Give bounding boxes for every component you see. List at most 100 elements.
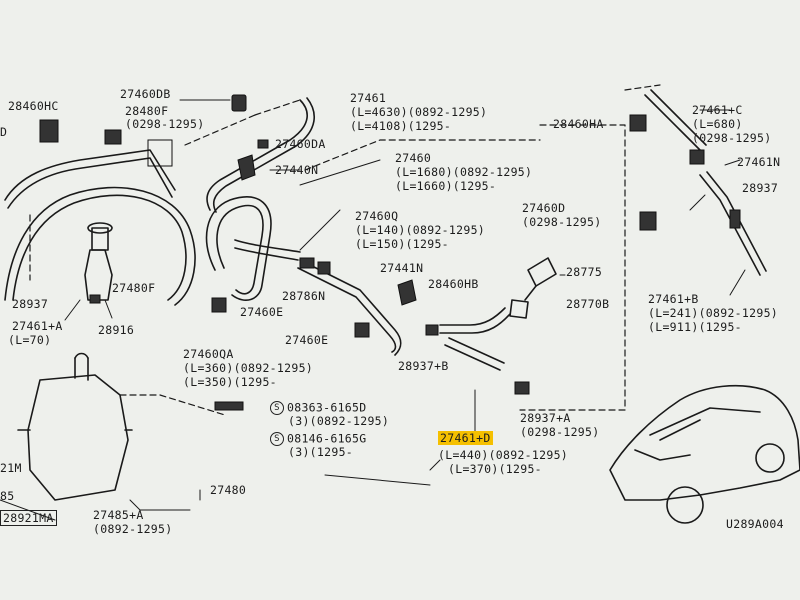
label-27460E-2: 27460E — [285, 333, 329, 347]
label-fragment-85: 85 — [0, 489, 15, 503]
label-08363-num: 08363-6165D — [287, 400, 367, 415]
clip-27460D — [639, 211, 657, 231]
boxed-28921MA: 28921MA — [0, 510, 57, 526]
connector-28937B — [425, 324, 439, 336]
label-27460-spec1: (L=1680)(0892-1295) — [395, 165, 533, 179]
hose-27461B-b — [706, 171, 767, 272]
washer-tank — [27, 374, 129, 501]
connector-28937-right — [729, 209, 741, 229]
label-27485A: 27485+A — [93, 508, 144, 522]
label-27480: 27480 — [210, 483, 247, 497]
label-27461C-spec1: (L=680) — [692, 117, 743, 131]
label-27441N: 27441N — [380, 261, 424, 275]
clip-27460E-b — [354, 322, 370, 338]
hose-27461-upper — [4, 149, 176, 201]
label-fragment-d: D — [0, 125, 8, 139]
car-outline — [609, 384, 800, 501]
circle-s-icon: S — [270, 401, 284, 415]
connector-28770B — [509, 299, 529, 319]
label-28937A-date: (0298-1295) — [520, 425, 600, 439]
label-27460QA-spec1: (L=360)(0892-1295) — [183, 361, 314, 375]
label-27460QA: 27460QA — [183, 347, 234, 361]
label-28460HA: 28460HA — [553, 117, 604, 131]
hose-28460HB — [439, 307, 506, 326]
label-28937B: 28937+B — [398, 359, 449, 373]
hose-27461-top — [206, 99, 308, 211]
hose-27461D-b — [448, 337, 505, 364]
bracket-28480F — [147, 139, 173, 167]
label-08363-spec: (3)(0892-1295) — [288, 414, 390, 428]
label-28937-left: 28937 — [12, 297, 49, 311]
connector-28937A — [514, 381, 530, 395]
label-27460Q-spec2: (L=150)(1295- — [355, 237, 449, 251]
hose-27461C-b — [650, 89, 707, 146]
label-27460D: 27460D — [522, 201, 566, 215]
label-08146-num: 08146-6165G — [287, 431, 367, 446]
label-28775: 28775 — [566, 265, 603, 279]
label-27461-top: 27461 — [350, 91, 387, 105]
label-28937-right: 28937 — [742, 181, 779, 195]
label-28921MA: 28921MA — [0, 510, 57, 526]
label-27460: 27460 — [395, 151, 432, 165]
label-27461B-spec1: (L=241)(0892-1295) — [648, 306, 779, 320]
label-27460-spec2: (L=1660)(1295- — [395, 179, 497, 193]
hose-27460-b — [216, 204, 264, 295]
clip-28460HA — [629, 114, 647, 132]
clip-27460DA — [257, 139, 269, 149]
label-28480F-date: (0298-1295) — [125, 117, 205, 131]
label-27461N: 27461N — [737, 155, 781, 169]
label-27461-top-spec2: (L=4108)(1295- — [350, 119, 452, 133]
circle-s-icon: S — [270, 432, 284, 446]
label-fragment-21m: 21M — [0, 461, 22, 475]
hose-27461-top-b — [212, 97, 315, 213]
label-27461B-spec2: (L=911)(1295- — [648, 320, 742, 334]
part-D — [39, 119, 59, 143]
label-27440N: 27440N — [275, 163, 319, 177]
hose-left-loop — [4, 186, 196, 306]
label-28770B: 28770B — [566, 297, 610, 311]
label-27461C: 27461+C — [692, 103, 743, 117]
clip-28786N — [299, 257, 315, 269]
clip-27460E — [211, 297, 227, 313]
hose-27461B — [699, 174, 761, 276]
label-28916: 28916 — [98, 323, 135, 337]
hose-27461C — [644, 94, 701, 151]
label-27460D-date: (0298-1295) — [522, 215, 602, 229]
label-27460DA: 27460DA — [275, 137, 326, 151]
clip-28786N-b — [317, 261, 331, 275]
label-27461D-spec1: (L=440)(0892-1295) — [438, 448, 569, 462]
label-28460HB: 28460HB — [428, 277, 479, 291]
label-27461A-left-spec: (L=70) — [8, 333, 52, 347]
label-27461D: 27461+D — [438, 431, 493, 445]
hose-27460QA-b — [297, 267, 397, 353]
hose-left-loop-b — [12, 194, 187, 301]
clip-27460DB — [231, 94, 247, 112]
hose-27460 — [205, 196, 272, 301]
label-28480F: 28480F — [125, 104, 169, 118]
label-27460DB: 27460DB — [120, 87, 171, 101]
nozzle-28775 — [527, 257, 557, 287]
hose-28460HB-b — [439, 313, 511, 334]
connector-27461N — [689, 149, 705, 165]
label-27461C-spec2: (0298-1295) — [692, 131, 772, 145]
nozzle-27440N — [237, 154, 256, 181]
label-27460E-1: 27460E — [240, 305, 284, 319]
label-28786N: 28786N — [282, 289, 326, 303]
label-27460QA-spec2: (L=350)(1295- — [183, 375, 277, 389]
label-27480F: 27480F — [112, 281, 156, 295]
check-valve-28460HC — [104, 129, 122, 145]
hose-27460Q-b — [234, 247, 299, 261]
nozzle-27441N — [397, 279, 417, 306]
label-27461D-spec2: (L=370)(1295- — [448, 462, 542, 476]
label-28937A: 28937+A — [520, 411, 571, 425]
label-27461-top-spec1: (L=4630)(0892-1295) — [350, 105, 488, 119]
hose-27460Q — [234, 239, 301, 253]
highlight-27461D: 27461+D — [438, 431, 493, 445]
hose-27461-upper-b — [7, 157, 173, 209]
label-27485A-date: (0892-1295) — [93, 522, 173, 536]
diagram-code: U289A004 — [726, 517, 784, 531]
